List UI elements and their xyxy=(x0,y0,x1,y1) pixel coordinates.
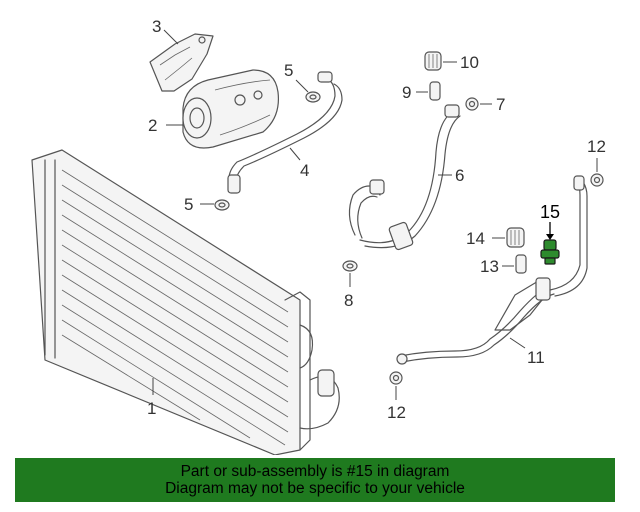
leader-3 xyxy=(163,29,179,45)
leader-11 xyxy=(509,337,526,349)
o-ring-7-part xyxy=(465,97,479,111)
callout-5-lower: 5 xyxy=(184,195,193,214)
callout-9: 9 xyxy=(402,83,411,102)
o-ring-8-part xyxy=(342,260,358,272)
o-ring-lower-part xyxy=(214,199,230,211)
callout-4: 4 xyxy=(300,161,309,180)
leader-4 xyxy=(289,147,301,161)
info-banner: Part or sub-assembly is #15 in diagram D… xyxy=(15,458,615,502)
callout-6: 6 xyxy=(455,166,464,185)
leader-15-arrowhead xyxy=(546,234,554,240)
callout-14: 14 xyxy=(466,229,485,248)
callout-15: 15 xyxy=(540,202,560,222)
condenser-part xyxy=(31,149,340,455)
callout-7: 7 xyxy=(496,95,505,114)
o-ring-upper-part xyxy=(305,91,321,103)
callout-2: 2 xyxy=(148,116,157,135)
callout-3: 3 xyxy=(152,17,161,36)
o-ring-12-upper-part xyxy=(590,173,604,187)
callout-8: 8 xyxy=(344,291,353,310)
callout-12-upper: 12 xyxy=(587,137,606,156)
cap-14-part xyxy=(506,227,525,248)
callout-10: 10 xyxy=(460,53,479,72)
banner-line-2: Diagram may not be specific to your vehi… xyxy=(165,480,465,497)
compressor-part xyxy=(182,69,280,149)
o-ring-12-lower-part xyxy=(389,371,403,385)
parts-diagram: 1 2 3 4 5 5 xyxy=(31,17,606,455)
bracket-part xyxy=(149,33,214,92)
callout-13: 13 xyxy=(480,257,499,276)
cap-part xyxy=(424,51,442,71)
liquid-line-part xyxy=(396,175,588,365)
callout-5-upper: 5 xyxy=(284,61,293,80)
pressure-sensor-part-highlighted xyxy=(540,239,560,265)
banner-line-1: Part or sub-assembly is #15 in diagram xyxy=(180,463,450,480)
callout-11: 11 xyxy=(527,348,545,367)
discharge-hose-part xyxy=(227,71,343,194)
valve-core-part xyxy=(429,81,441,101)
valve-13-part xyxy=(515,254,527,274)
callout-12-lower: 12 xyxy=(387,403,406,422)
callout-1: 1 xyxy=(147,399,156,418)
leader-5a xyxy=(295,79,309,93)
suction-line-part xyxy=(348,104,461,251)
